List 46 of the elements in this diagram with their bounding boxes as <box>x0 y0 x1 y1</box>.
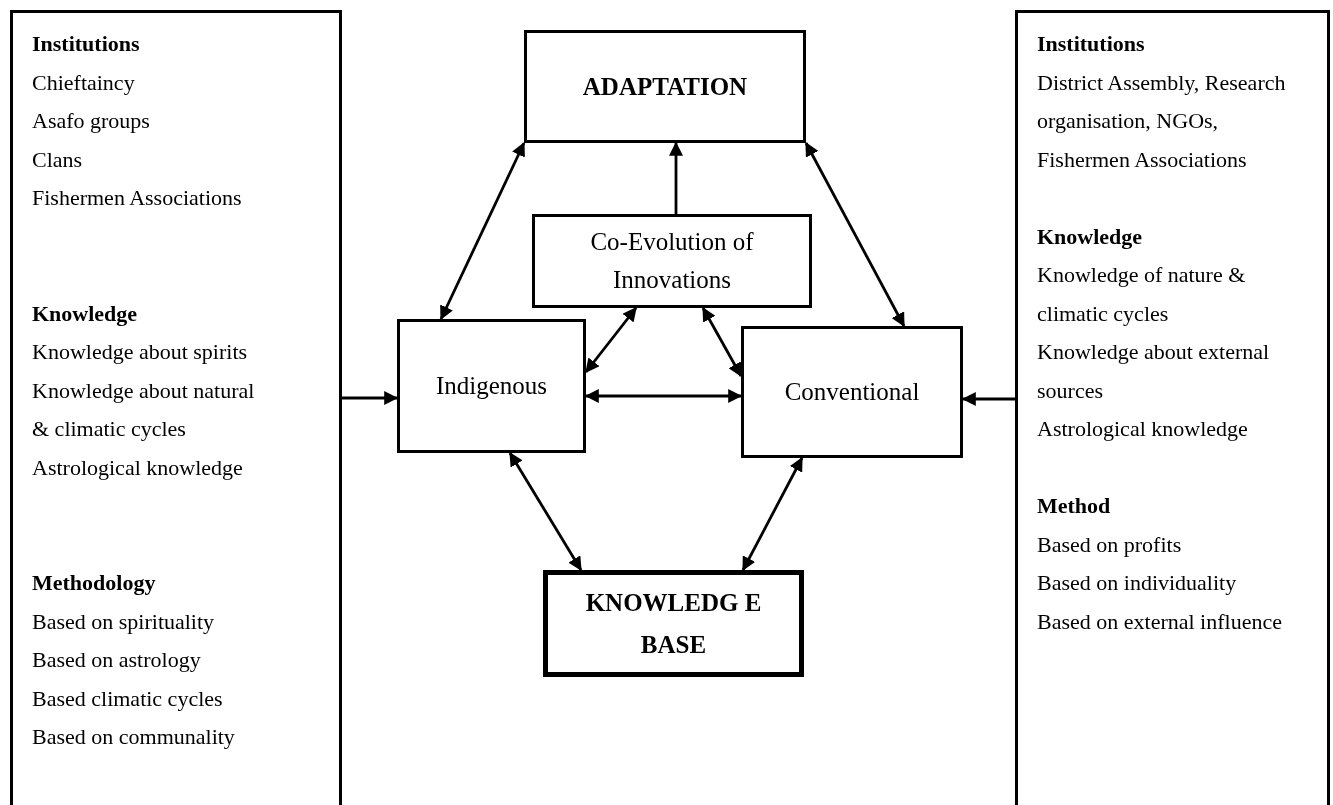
list-item: Based on external influence <box>1037 607 1282 636</box>
box-label: Conventional <box>784 377 920 407</box>
section-heading: Method <box>1037 492 1111 520</box>
list-item: Knowledge of nature & climatic cycles <box>1037 261 1247 328</box>
list-item: Asafo groups <box>32 107 150 135</box>
arrow <box>439 141 526 321</box>
list-item: District Assembly, Research organisation, NGOs, Fishermen Associations <box>1037 68 1287 174</box>
concept-box <box>543 570 804 677</box>
list-item: Astrological knowledge <box>32 453 243 482</box>
concept-box <box>397 319 586 453</box>
list-item: Fishermen Associations <box>32 184 242 212</box>
section-heading: Knowledge <box>1037 222 1143 251</box>
arrow <box>508 452 583 571</box>
concept-box <box>524 30 806 143</box>
concept-box <box>741 326 963 458</box>
arrow <box>669 141 683 214</box>
list-item: Based on communality <box>32 723 235 751</box>
list-item: Knowledge about spirits <box>32 338 248 366</box>
list-item: Knowledge about external sources <box>1037 338 1271 405</box>
list-item: Based on individuality <box>1037 569 1237 597</box>
list-item: Knowledge about natural & climatic cycles <box>32 376 256 443</box>
section-heading: Institutions <box>32 30 140 58</box>
arrow <box>584 307 638 373</box>
arrow <box>741 456 804 572</box>
section-heading: Methodology <box>32 569 156 597</box>
arrow <box>701 307 743 377</box>
concept-box <box>532 214 812 308</box>
arrow <box>804 141 906 328</box>
list-item: Chieftaincy <box>32 68 135 97</box>
arrow <box>584 389 743 403</box>
box-label: Co-Evolution of Innovations <box>589 227 755 295</box>
list-item: Based climatic cycles <box>32 684 223 713</box>
box-label: Indigenous <box>435 371 548 401</box>
list-item: Based on profits <box>1037 530 1182 559</box>
arrow <box>342 391 399 405</box>
list-item: Based on astrology <box>32 646 201 674</box>
box-label: KNOWLEDG E BASE <box>584 587 763 660</box>
section-heading: Knowledge <box>32 299 138 328</box>
list-item: Based on spirituality <box>32 607 215 636</box>
box-label: ADAPTATION <box>582 71 748 102</box>
section-heading: Institutions <box>1037 30 1145 58</box>
list-item: Astrological knowledge <box>1037 415 1248 443</box>
info-panel <box>10 10 342 805</box>
arrow <box>961 392 1015 406</box>
list-item: Clans <box>32 145 83 174</box>
info-panel <box>1015 10 1330 805</box>
